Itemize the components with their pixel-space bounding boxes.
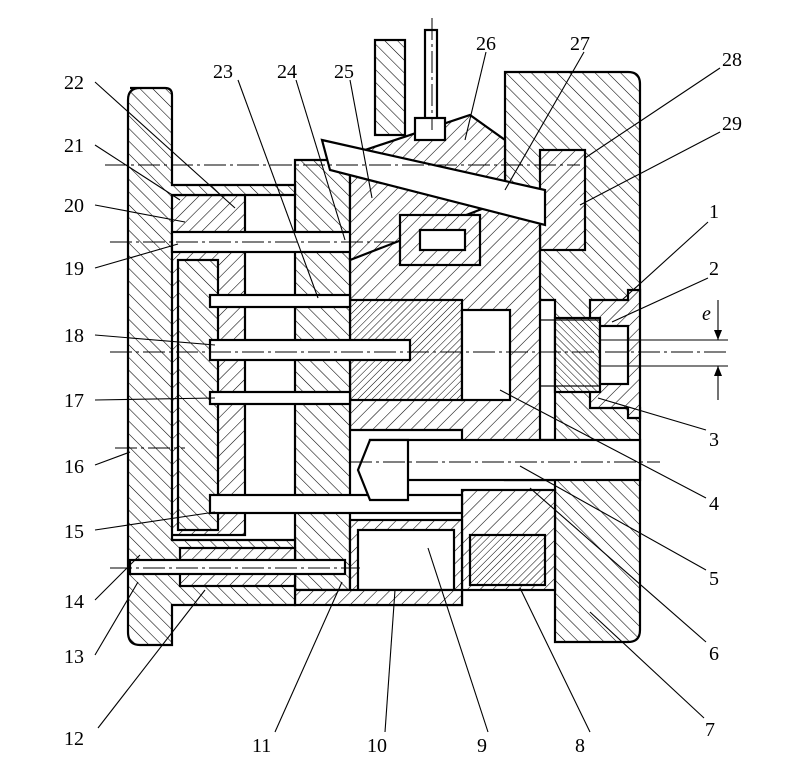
support-plates (293, 158, 464, 607)
label-3: 3 (709, 429, 719, 451)
label-25: 25 (334, 61, 354, 83)
angled-slider (320, 28, 547, 267)
ejector-pins (128, 230, 642, 576)
label-17: 17 (64, 390, 84, 412)
label-5: 5 (709, 568, 719, 590)
label-19: 19 (64, 258, 84, 280)
label-29: 29 (722, 113, 742, 135)
label-12: 12 (64, 728, 84, 750)
label-4: 4 (709, 493, 719, 515)
dimension-e: e (600, 300, 728, 400)
center-lines (105, 18, 730, 569)
label-10: 10 (367, 735, 387, 757)
label-21: 21 (64, 135, 84, 157)
label-27: 27 (570, 33, 590, 55)
label-16: 16 (64, 456, 84, 478)
leader-lines (94, 51, 721, 733)
label-20: 20 (64, 195, 84, 217)
label-15: 15 (64, 521, 84, 543)
label-6: 6 (709, 643, 719, 665)
label-22: 22 (64, 72, 84, 94)
dimension-label-e: e (702, 303, 711, 325)
label-9: 9 (477, 735, 487, 757)
label-7: 7 (705, 719, 715, 741)
label-8: 8 (575, 735, 585, 757)
sprue-bushing (461, 288, 642, 420)
label-14: 14 (64, 591, 84, 613)
label-18: 18 (64, 325, 84, 347)
label-24: 24 (277, 61, 297, 83)
label-28: 28 (722, 49, 742, 71)
label-11: 11 (252, 735, 271, 757)
label-23: 23 (213, 61, 233, 83)
moving-plate (348, 193, 557, 592)
part-numbers: 1 2 3 4 5 6 7 8 9 10 11 12 13 14 15 16 1… (64, 33, 742, 757)
label-2: 2 (709, 258, 719, 280)
label-1: 1 (709, 201, 719, 223)
label-13: 13 (64, 646, 84, 668)
label-26: 26 (476, 33, 496, 55)
